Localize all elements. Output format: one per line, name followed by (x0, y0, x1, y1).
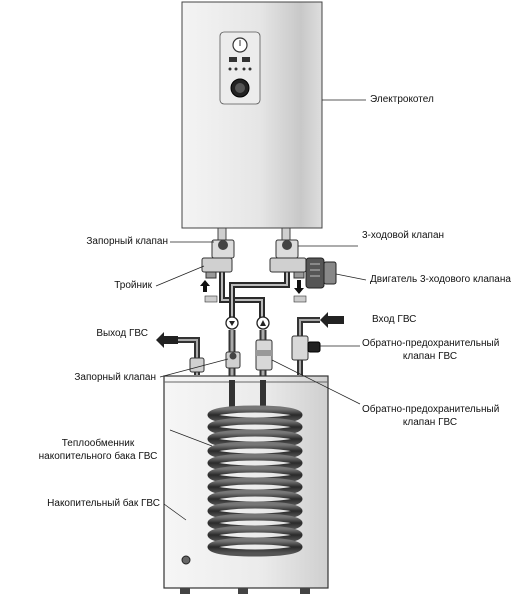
shutoff-valve-bottom (225, 351, 241, 369)
electric-boiler (181, 1, 323, 229)
label-dhw-inlet: Вход ГВС (372, 314, 417, 325)
label-tee: Тройник (114, 280, 152, 291)
label-shutoff-valve-top: Запорный клапан (86, 236, 168, 247)
label-heat-exchanger-line2: накопительного бака ГВС (38, 451, 158, 462)
valve-port (293, 295, 307, 303)
label-storage-tank: Накопительный бак ГВС (47, 498, 160, 509)
shutoff-valve-top (201, 239, 235, 279)
label-valve-motor: Двигатель 3-ходового клапана (370, 274, 511, 285)
label-check-safety-valve-2-line1: Обратно-предохранительный (362, 404, 500, 415)
label-boiler: Электрокотел (370, 94, 434, 105)
dhw-outlet-arrow (156, 332, 178, 348)
check-safety-valve-inlet (291, 335, 321, 361)
label-heat-exchanger-line1: Теплообменник (61, 438, 135, 449)
three-way-valve (269, 239, 307, 279)
dhw-inlet-arrow (320, 312, 344, 328)
heat-exchanger-coil (207, 380, 303, 557)
label-dhw-outlet: Выход ГВС (96, 328, 148, 339)
label-three-way-valve: 3-ходовой клапан (362, 230, 445, 241)
label-check-safety-valve-1-line1: Обратно-предохранительный (362, 338, 500, 349)
label-shutoff-valve-bottom: Запорный клапан (74, 372, 156, 383)
leader-lines (155, 99, 367, 521)
flow-up-marker (256, 316, 270, 330)
flow-arrows-top (200, 280, 304, 294)
label-check-safety-valve-1-line2: клапан ГВС (402, 351, 458, 362)
three-way-valve-motor (305, 257, 337, 289)
tee-port (204, 295, 218, 303)
label-check-safety-valve-2-line2: клапан ГВС (402, 417, 458, 428)
check-safety-valve-center (255, 339, 273, 371)
flow-down-marker (225, 316, 239, 330)
dhw-outlet-valve (189, 357, 205, 373)
